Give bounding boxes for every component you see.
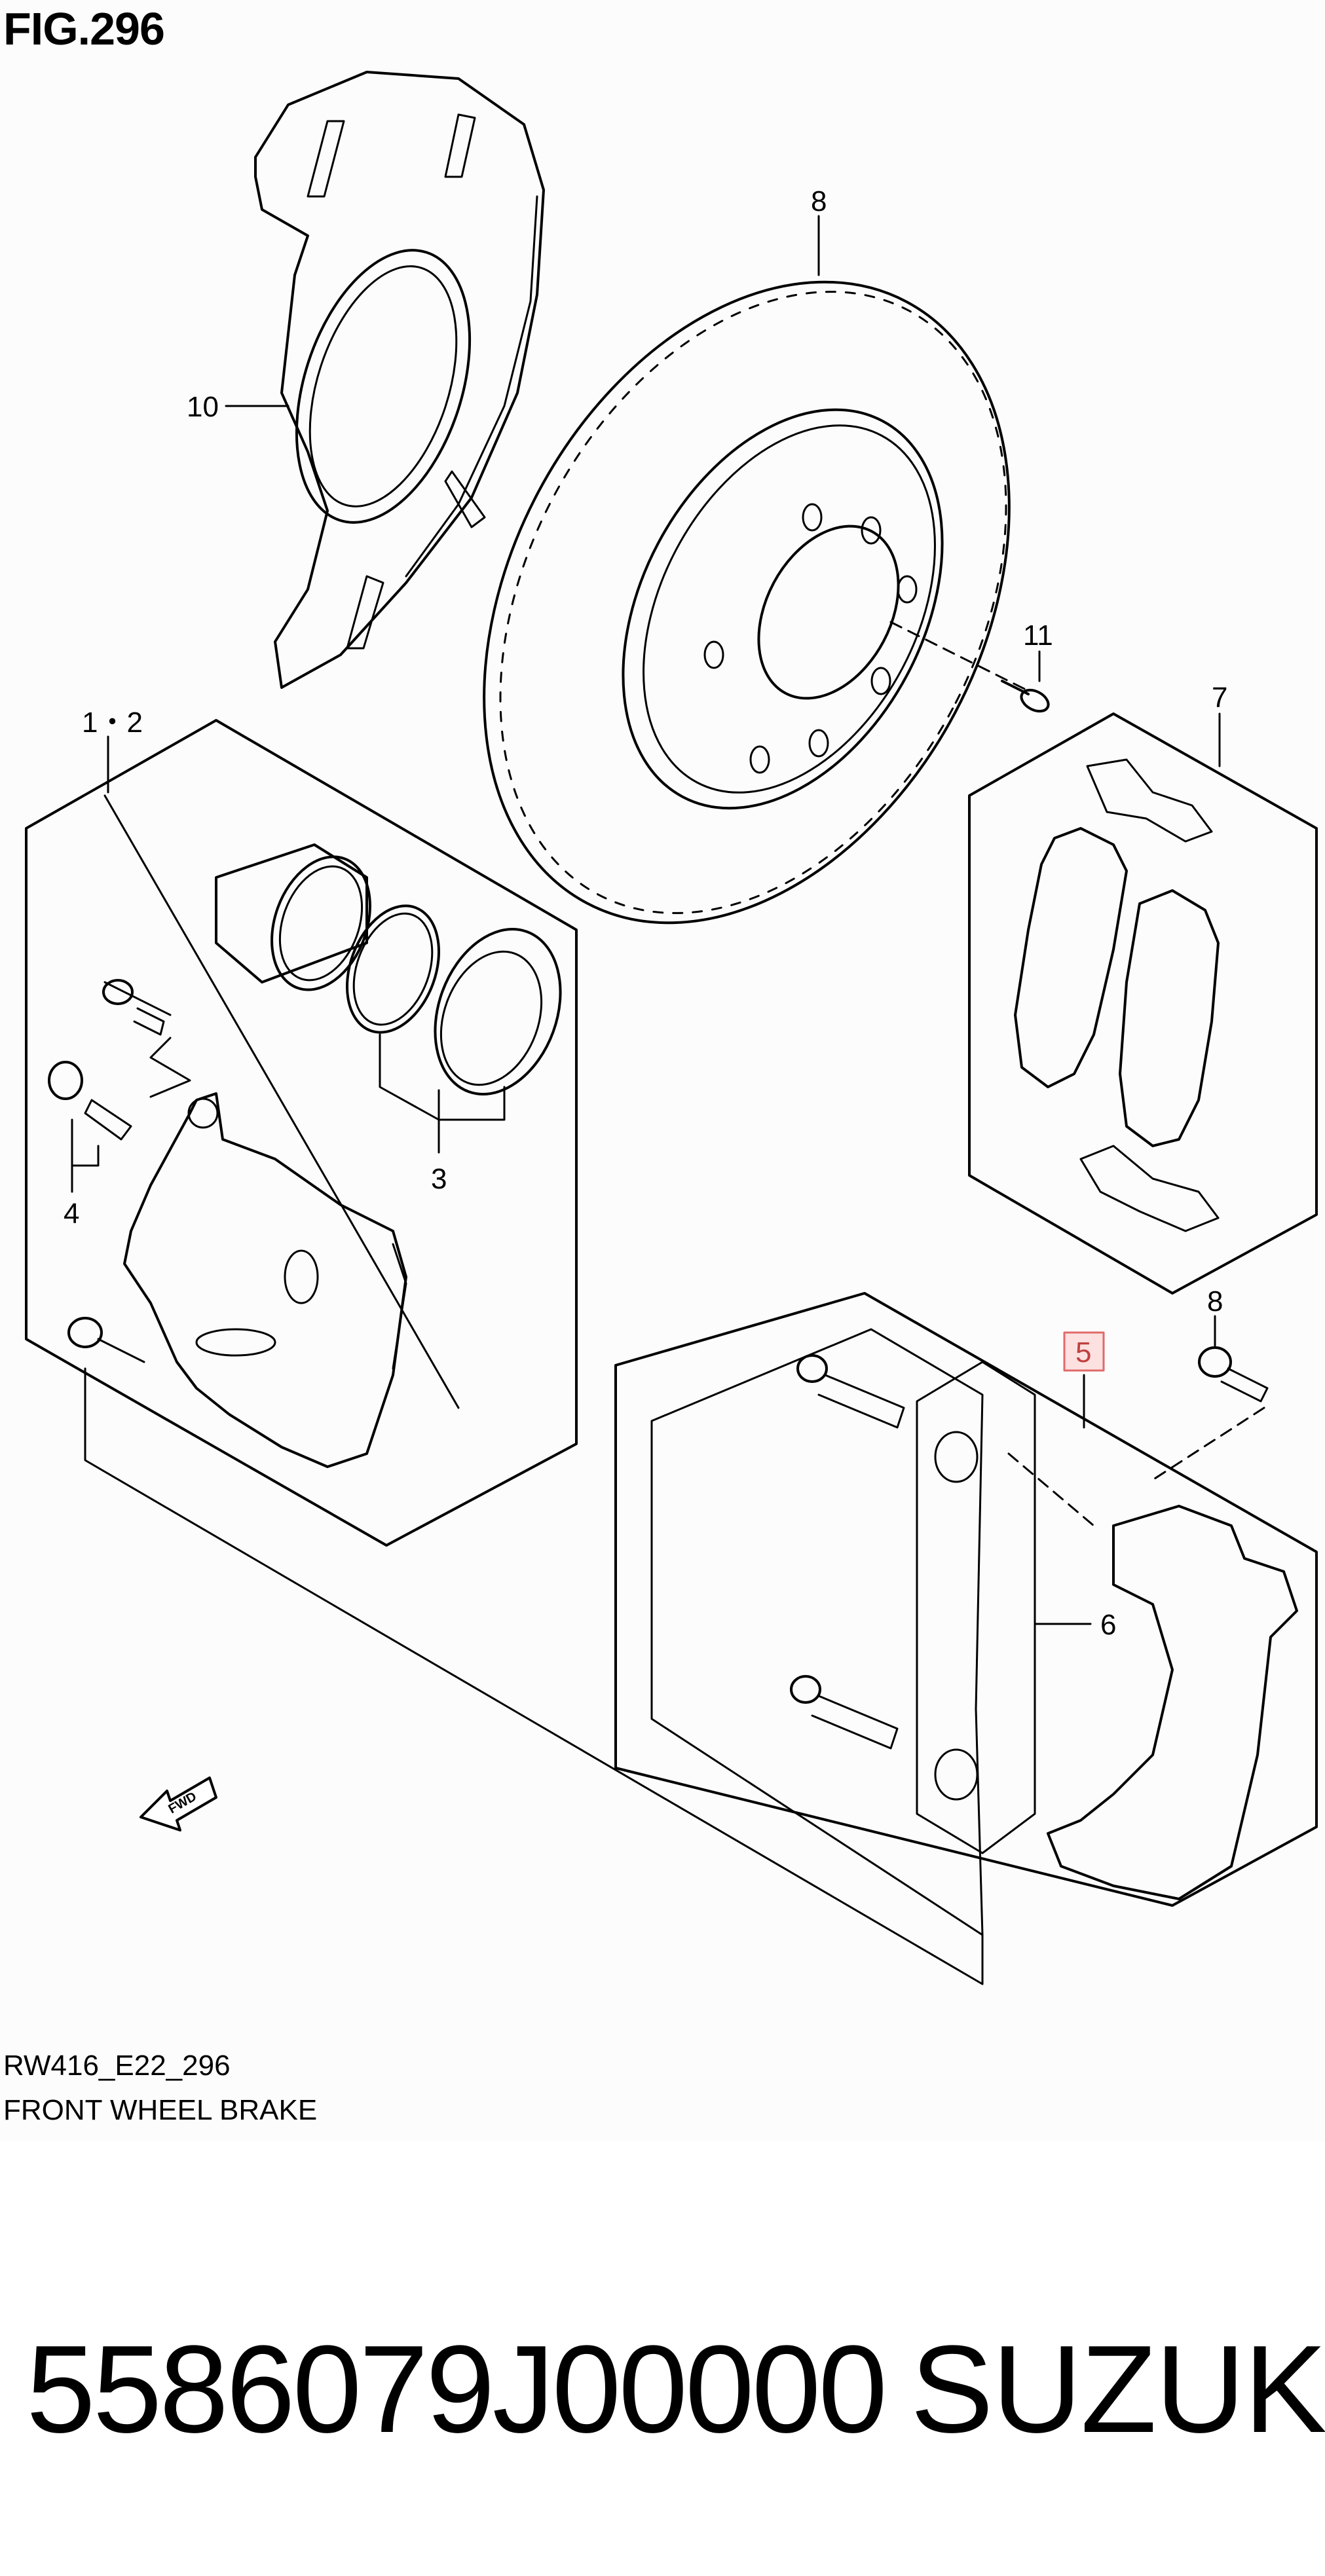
caliper-bracket <box>1007 1452 1298 1900</box>
brake-disc <box>483 280 1030 925</box>
callout-labels: 8 10 11 7 1・2 3 4 8 6 <box>64 185 1227 1641</box>
figure-caption: FRONT WHEEL BRAKE <box>3 2094 318 2126</box>
callout-3[interactable]: 3 <box>431 1163 447 1195</box>
figure-code: RW416_E22_296 <box>3 2050 231 2082</box>
caliper-box <box>25 719 578 1547</box>
guide-pins <box>790 1354 979 1801</box>
dust-shield <box>254 71 545 689</box>
callout-4[interactable]: 4 <box>64 1198 79 1230</box>
callout-5[interactable]: 5 <box>1075 1336 1091 1369</box>
exploded-view-drawing: FWD 8 10 11 7 1・2 3 4 8 6 <box>25 71 1318 1985</box>
part-number: 5586079J00000 <box>26 2320 887 2459</box>
fwd-arrow-icon: FWD <box>140 1776 217 1831</box>
callout-9[interactable]: 8 <box>811 185 827 217</box>
piston-and-seals <box>215 843 562 1121</box>
brake-pads <box>1014 758 1220 1232</box>
bracket-box <box>614 1292 1318 1936</box>
assembly-lines <box>84 1367 984 1985</box>
callout-6[interactable]: 6 <box>1100 1609 1116 1641</box>
disc-screw <box>1001 680 1050 713</box>
bracket-bolt <box>1151 1346 1269 1481</box>
brand-name: SUZUKI <box>910 2320 1325 2459</box>
callout-10[interactable]: 10 <box>187 391 219 423</box>
callout-11[interactable]: 11 <box>1023 619 1053 652</box>
callout-8[interactable]: 8 <box>1207 1285 1223 1317</box>
caliper-body <box>123 1092 407 1468</box>
callout-5-highlight[interactable]: 5 <box>1063 1331 1105 1372</box>
callout-1-2[interactable]: 1・2 <box>82 707 143 739</box>
callout-leaders <box>71 215 1221 1625</box>
parts-diagram: FIG.296 <box>3 3 1318 2126</box>
caliper-bolts <box>48 979 191 1363</box>
figure-title: FIG.296 <box>3 3 165 54</box>
callout-7[interactable]: 7 <box>1212 682 1227 714</box>
pad-kit-box <box>968 712 1318 1295</box>
